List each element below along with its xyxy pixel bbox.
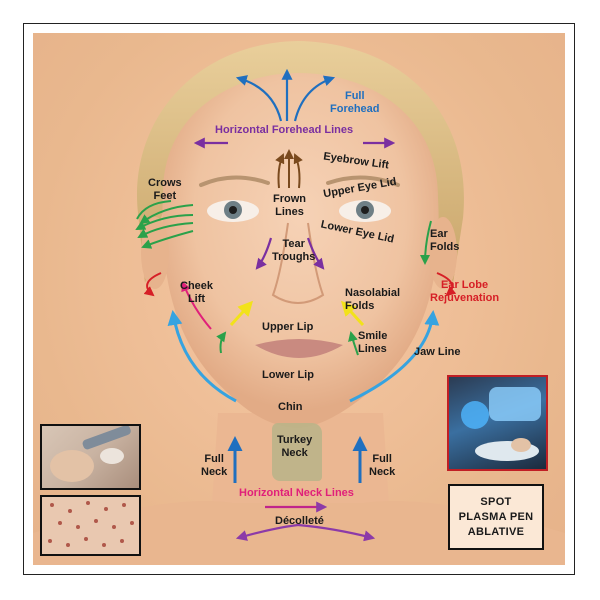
- label-jaw-line: Jaw Line: [414, 346, 461, 358]
- label-ear-folds: Ear Folds: [430, 228, 460, 253]
- label-decollete: Décolleté: [275, 515, 324, 527]
- label-crows-feet: Crows Feet: [148, 177, 182, 202]
- label-full-forehead: Full Forehead: [330, 90, 380, 115]
- face-illustration: [33, 41, 565, 565]
- spot-line-3: ABLATIVE: [467, 525, 525, 538]
- label-horizontal-forehead-lines: Horizontal Forehead Lines: [215, 124, 354, 136]
- led-device-thumbnail: [447, 375, 548, 471]
- label-full-neck-left: Full Neck: [201, 453, 228, 478]
- label-horizontal-neck-lines: Horizontal Neck Lines: [239, 487, 354, 499]
- spots-thumbnail: [40, 495, 141, 556]
- label-turkey-neck: Turkey Neck: [277, 434, 313, 459]
- label-upper-lip: Upper Lip: [262, 321, 314, 333]
- label-chin: Chin: [278, 401, 303, 413]
- label-smile-lines: Smile Lines: [358, 330, 388, 355]
- spot-plasma-pen-box: SPOT PLASMA PEN ABLATIVE: [448, 484, 544, 550]
- label-cheek-lift: Cheek Lift: [180, 280, 214, 305]
- label-nasolabial-folds: Nasolabial Folds: [345, 287, 401, 312]
- spot-line-1: SPOT: [480, 495, 512, 508]
- label-frown-lines: Frown Lines: [273, 193, 306, 218]
- label-ear-lobe-rejuvenation: Ear Lobe Rejuvenation: [430, 279, 500, 304]
- label-full-neck-right: Full Neck: [369, 453, 396, 478]
- treatment-thumbnail: [40, 424, 141, 490]
- spot-line-2: PLASMA PEN: [458, 510, 534, 523]
- label-tear-troughs: Tear Troughs: [272, 238, 316, 263]
- turkey-neck-patch: [272, 423, 322, 481]
- label-lower-lip: Lower Lip: [262, 369, 314, 381]
